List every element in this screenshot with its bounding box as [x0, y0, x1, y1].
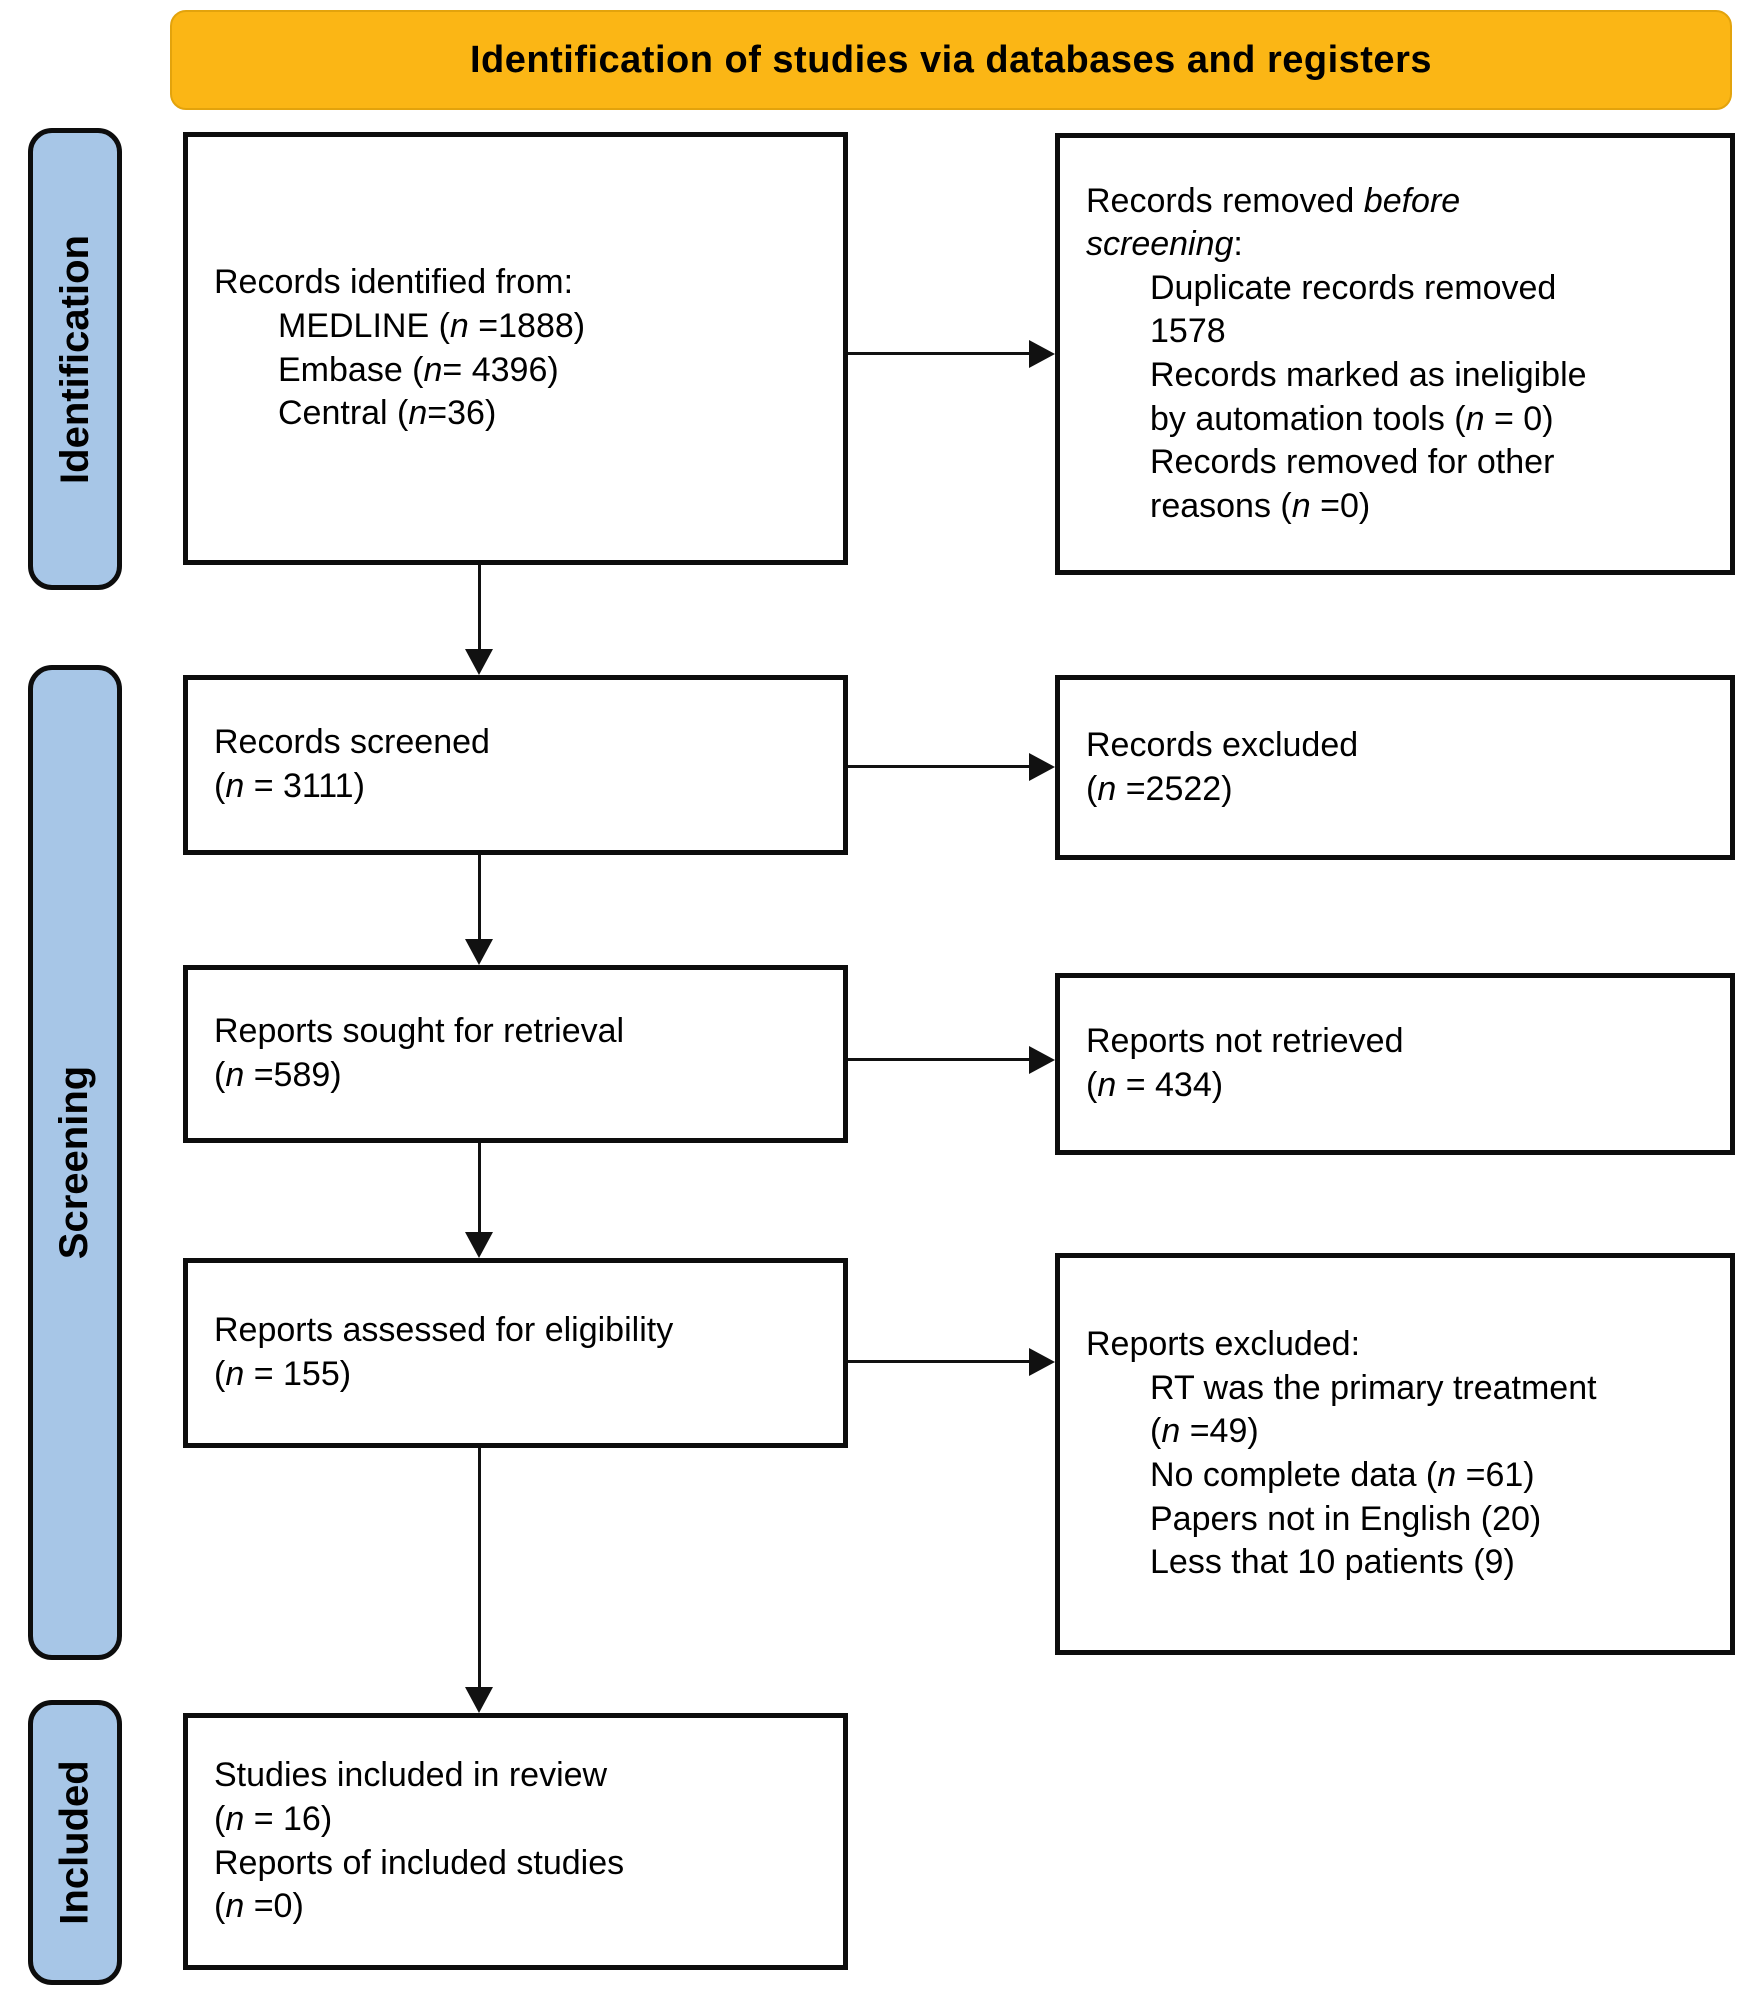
box-records-screened: Records screened (n = 3111)	[183, 675, 848, 855]
box-line: Embase (n= 4396)	[278, 350, 559, 389]
arrow-assessed-to-excluded	[848, 1347, 1055, 1376]
stage-label-screening: Screening	[28, 665, 122, 1660]
stage-label-identification: Identification	[28, 128, 122, 590]
arrow-assessed-to-included	[465, 1448, 493, 1713]
stage-label-screening-text: Screening	[52, 1065, 97, 1260]
box-line: (n = 3111)	[214, 767, 365, 805]
box-line: Records removed before	[1086, 181, 1461, 220]
box-line: MEDLINE (n =1888)	[278, 306, 586, 345]
box-line: (n =49)	[1150, 1412, 1259, 1451]
arrow-screened-to-excluded	[848, 752, 1055, 781]
box-line: Records excluded	[1086, 725, 1359, 764]
box-records-identified: Records identified from: MEDLINE (n =1888…	[183, 132, 848, 565]
stage-label-identification-text: Identification	[52, 234, 97, 484]
arrow-identified-to-removed	[848, 339, 1055, 368]
box-reports-assessed: Reports assessed for eligibility (n = 155…	[183, 1258, 848, 1448]
box-line: Records marked as ineligible	[1150, 356, 1587, 394]
box-line: by automation tools (n = 0)	[1150, 399, 1554, 438]
box-line: Records screened	[214, 723, 490, 762]
box-line: Less that 10 patients (9)	[1150, 1543, 1515, 1582]
box-line: (n = 434)	[1086, 1066, 1224, 1104]
box-reports-not-retrieved: Reports not retrieved (n = 434)	[1055, 973, 1735, 1155]
arrow-sought-to-assessed	[465, 1143, 493, 1258]
stage-label-included: Included	[28, 1700, 122, 1985]
banner-title: Identification of studies via databases …	[470, 38, 1432, 81]
box-line: (n =0)	[214, 1887, 304, 1926]
box-records-excluded: Records excluded (n =2522)	[1055, 675, 1735, 860]
box-line: 1578	[1150, 312, 1226, 351]
box-reports-excluded: Reports excluded: RT was the primary trea…	[1055, 1253, 1735, 1655]
box-line: Reports assessed for eligibility	[214, 1311, 674, 1350]
box-line: Records removed for other	[1150, 443, 1555, 482]
box-line: Papers not in English (20)	[1150, 1499, 1542, 1538]
arrow-sought-to-not-retrieved	[848, 1045, 1055, 1074]
box-line: Duplicate records removed	[1150, 268, 1557, 307]
box-line: (n = 155)	[214, 1355, 352, 1393]
box-line: reasons (n =0)	[1150, 486, 1371, 525]
box-line: screening:	[1086, 225, 1243, 264]
box-line: Central (n=36)	[278, 394, 497, 433]
box-line: Reports excluded:	[1086, 1325, 1361, 1364]
box-line: Records identified from:	[214, 263, 574, 302]
box-line: Reports of included studies	[214, 1843, 625, 1882]
banner: Identification of studies via databases …	[170, 10, 1732, 110]
box-line: No complete data (n =61)	[1150, 1456, 1535, 1494]
box-studies-included: Studies included in review (n = 16) Report…	[183, 1713, 848, 1970]
box-line: (n =2522)	[1086, 769, 1233, 808]
box-line: RT was the primary treatment	[1150, 1368, 1597, 1407]
box-records-removed-before-screening: Records removed before screening: Duplicat…	[1055, 133, 1735, 575]
box-line: (n =589)	[214, 1056, 342, 1094]
box-line: Reports sought for retrieval	[214, 1012, 625, 1051]
box-line: (n = 16)	[214, 1799, 333, 1838]
arrow-screened-to-sought	[465, 855, 493, 965]
stage-label-included-text: Included	[52, 1760, 97, 1925]
box-line: Reports not retrieved	[1086, 1022, 1404, 1061]
box-reports-sought: Reports sought for retrieval (n =589)	[183, 965, 848, 1143]
box-line: Studies included in review	[214, 1756, 608, 1795]
arrow-identified-to-screened	[465, 565, 493, 675]
